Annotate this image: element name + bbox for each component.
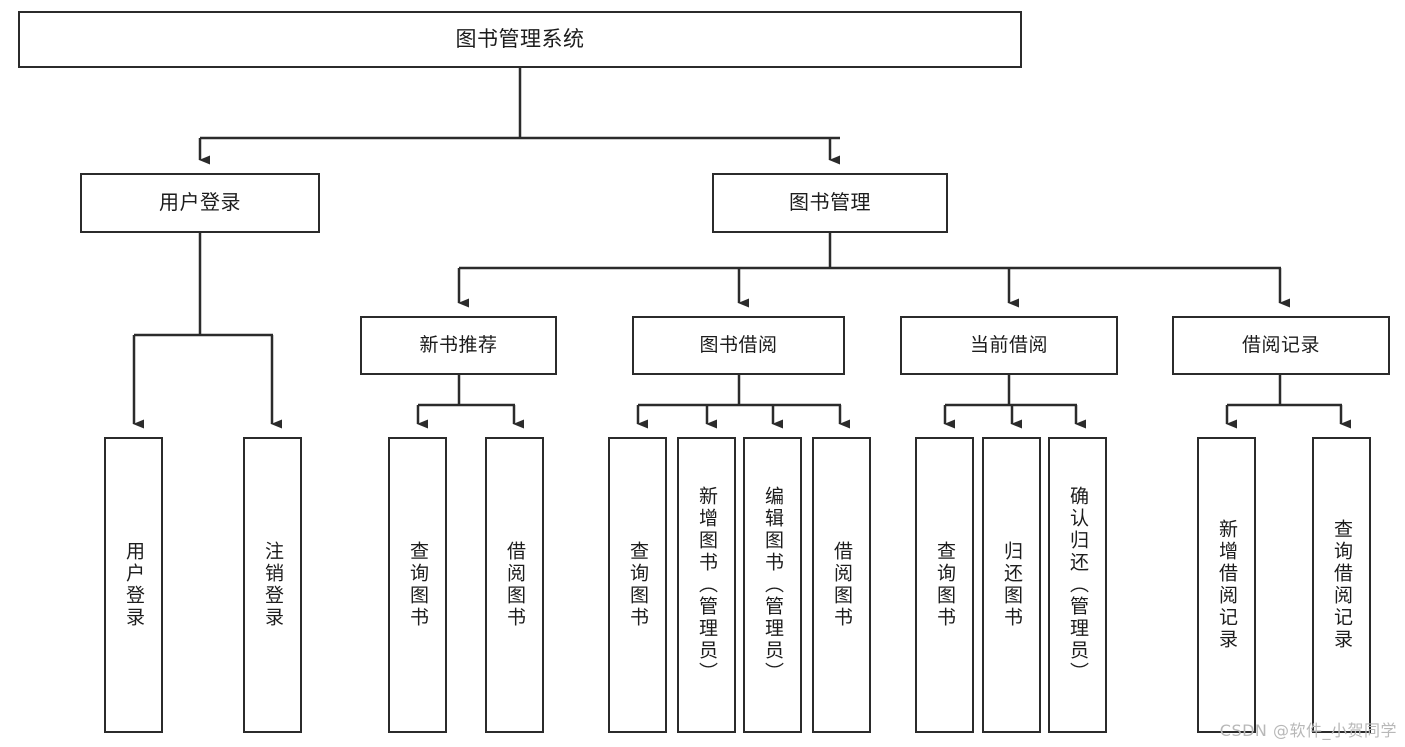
node-book-manage[interactable]: 图书管理	[712, 173, 948, 233]
node-leaf-query-book-borrow-label: 查询图书	[627, 541, 649, 629]
node-leaf-query-book-rec[interactable]: 查询图书	[388, 437, 447, 733]
node-borrow-record-label: 借阅记录	[1241, 334, 1320, 357]
node-leaf-confirm-return[interactable]: 确认归还（管理员）	[1048, 437, 1107, 733]
node-leaf-add-book-label: 新增图书（管理员）	[696, 486, 718, 684]
node-leaf-query-book-cur[interactable]: 查询图书	[915, 437, 974, 733]
node-leaf-borrow-book[interactable]: 借阅图书	[812, 437, 871, 733]
node-borrow-record[interactable]: 借阅记录	[1172, 316, 1390, 375]
node-root[interactable]: 图书管理系统	[18, 11, 1022, 68]
node-leaf-add-record-label: 新增借阅记录	[1216, 519, 1238, 651]
node-leaf-add-record[interactable]: 新增借阅记录	[1197, 437, 1256, 733]
node-leaf-borrow-book-label: 借阅图书	[831, 541, 853, 629]
node-leaf-user-logout[interactable]: 注销登录	[243, 437, 302, 733]
node-book-borrow-label: 图书借阅	[699, 334, 778, 357]
node-leaf-return-book-label: 归还图书	[1001, 541, 1023, 629]
node-leaf-user-logout-label: 注销登录	[262, 541, 284, 629]
node-leaf-edit-book-label: 编辑图书（管理员）	[762, 486, 784, 684]
node-user-login[interactable]: 用户登录	[80, 173, 320, 233]
node-book-manage-label: 图书管理	[789, 190, 871, 215]
node-user-login-label: 用户登录	[159, 190, 241, 215]
node-leaf-user-login-label: 用户登录	[123, 541, 145, 629]
node-root-label: 图书管理系统	[455, 27, 585, 52]
node-leaf-query-book-borrow[interactable]: 查询图书	[608, 437, 667, 733]
watermark-text: CSDN @软件_小贺同学	[1219, 721, 1397, 740]
node-leaf-query-book-rec-label: 查询图书	[407, 541, 429, 629]
node-book-borrow[interactable]: 图书借阅	[632, 316, 845, 375]
node-leaf-confirm-return-label: 确认归还（管理员）	[1067, 486, 1089, 684]
node-current-borrow-label: 当前借阅	[969, 334, 1048, 357]
node-leaf-return-book[interactable]: 归还图书	[982, 437, 1041, 733]
node-leaf-edit-book[interactable]: 编辑图书（管理员）	[743, 437, 802, 733]
node-leaf-query-book-cur-label: 查询图书	[934, 541, 956, 629]
node-leaf-add-book[interactable]: 新增图书（管理员）	[677, 437, 736, 733]
node-leaf-borrow-book-rec-label: 借阅图书	[504, 541, 526, 629]
node-leaf-borrow-book-rec[interactable]: 借阅图书	[485, 437, 544, 733]
node-new-book-rec[interactable]: 新书推荐	[360, 316, 557, 375]
node-leaf-query-record-label: 查询借阅记录	[1331, 519, 1353, 651]
node-leaf-query-record[interactable]: 查询借阅记录	[1312, 437, 1371, 733]
node-new-book-rec-label: 新书推荐	[419, 334, 498, 357]
node-current-borrow[interactable]: 当前借阅	[900, 316, 1118, 375]
node-leaf-user-login[interactable]: 用户登录	[104, 437, 163, 733]
